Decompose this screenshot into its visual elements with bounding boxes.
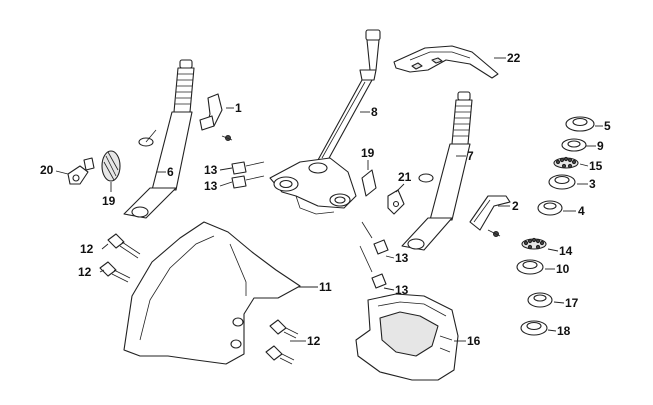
part-10-cone: [516, 259, 544, 275]
part-8-steering-stem: [317, 29, 381, 161]
callout-15: 15: [589, 159, 603, 173]
callout-17: 17: [565, 296, 579, 310]
part-17-cup: [527, 292, 553, 308]
callout-9: 9: [597, 139, 604, 153]
part-2-bracket: [469, 195, 511, 237]
callout-22: 22: [507, 51, 521, 65]
part-18-seal: [520, 320, 548, 336]
callout-3: 3: [589, 177, 596, 191]
callout-18: 18: [557, 324, 571, 338]
callout-19b: 19: [361, 146, 375, 160]
part-7-right-fork-leg: [401, 91, 473, 251]
callout-13b: 13: [204, 179, 218, 193]
part-triple-clamp: [269, 157, 357, 215]
part-22-upper-cover: [393, 45, 499, 79]
callout-5: 5: [604, 119, 611, 133]
part-1-hose-clamp: [199, 93, 233, 141]
part-4-cup: [537, 200, 563, 216]
part-19-reflector-left: [101, 150, 121, 182]
callout-11: 11: [319, 280, 332, 294]
callout-2: 2: [512, 199, 519, 213]
callout-20: 20: [40, 163, 54, 177]
part-16-lower-cover: [355, 293, 459, 381]
part-5-nut: [565, 116, 595, 132]
callout-16: 16: [467, 334, 481, 348]
callout-labels: 1 2 3 4 5 6 7 8 9 10 11 12 12 12 13 13 1…: [40, 51, 611, 348]
part-15-ball-race: [553, 156, 579, 169]
part-14-ball-race: [521, 237, 547, 250]
callout-7: 7: [467, 149, 474, 163]
part-6-left-fork-leg: [123, 59, 195, 219]
callout-13c: 13: [395, 251, 409, 265]
part-21-clip: [387, 189, 405, 215]
callout-13a: 13: [204, 163, 218, 177]
part-20-clip: [67, 157, 95, 185]
callout-12a: 12: [80, 242, 94, 256]
callout-1: 1: [235, 101, 242, 115]
callout-12b: 12: [78, 265, 92, 279]
callout-12c: 12: [307, 334, 321, 348]
callout-10: 10: [556, 262, 570, 276]
callout-14: 14: [559, 244, 573, 258]
part-3-cone: [548, 174, 576, 190]
callout-6: 6: [167, 165, 174, 179]
bolts-13: [231, 161, 389, 289]
leader-lines: [55, 57, 603, 342]
bolts-12: [99, 233, 299, 365]
callout-8: 8: [371, 105, 378, 119]
callout-21: 21: [398, 170, 412, 184]
part-9-washer: [561, 138, 587, 152]
part-11-front-fender: [123, 221, 301, 365]
callout-19a: 19: [102, 194, 116, 208]
callout-4: 4: [578, 204, 585, 218]
callout-13d: 13: [395, 283, 409, 297]
part-19-reflector-right: [361, 169, 377, 197]
